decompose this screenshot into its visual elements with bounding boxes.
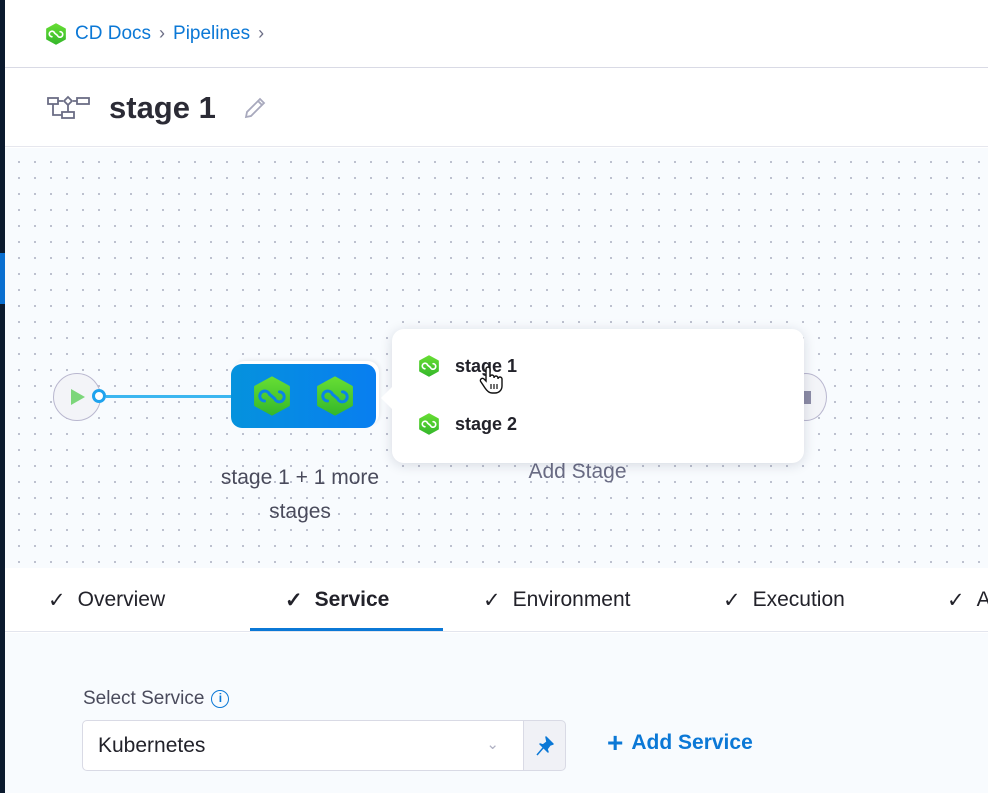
- add-service-button[interactable]: + Add Service: [607, 727, 753, 758]
- page-title: stage 1: [109, 89, 216, 125]
- service-select[interactable]: Kubernetes ⌄: [82, 720, 524, 771]
- label-text: Select Service: [83, 688, 205, 709]
- cd-hex-icon: [418, 413, 440, 435]
- cd-module-icon: [45, 23, 67, 45]
- tab-overview[interactable]: ✓ Overview: [48, 568, 165, 632]
- add-stage-button[interactable]: Add Stage: [528, 460, 627, 483]
- cd-hex-icon: [418, 355, 440, 377]
- popover-item-stage-2[interactable]: stage 2: [418, 413, 517, 435]
- tab-service[interactable]: ✓ Service: [285, 568, 389, 632]
- pipeline-canvas[interactable]: stage 1 + 1 more stages Add Stage stage …: [5, 148, 988, 568]
- stage-tabs: ✓ Overview ✓ Service ✓ Environment ✓ Executi…: [5, 568, 988, 632]
- plus-icon: +: [607, 727, 624, 758]
- stage-group-popover: stage 1 stage 2: [381, 329, 804, 463]
- popover-item-stage-1[interactable]: stage 1: [418, 355, 517, 377]
- tab-execution[interactable]: ✓ Execution: [723, 568, 845, 632]
- tab-label: Service: [314, 588, 390, 611]
- left-nav-strip: [0, 0, 5, 793]
- stage-header: stage 1: [5, 69, 988, 147]
- cd-stage-icon: [252, 376, 292, 416]
- cd-stage-icon: [315, 376, 355, 416]
- service-select-value: Kubernetes: [98, 733, 206, 757]
- breadcrumb: CD Docs › Pipelines ›: [5, 0, 988, 68]
- service-form: Select Service i Kubernetes ⌄ + Add Servic…: [5, 633, 988, 793]
- pin-icon: [535, 735, 554, 755]
- tab-label: Execution: [752, 588, 845, 611]
- connector-port[interactable]: [92, 389, 106, 403]
- pin-button[interactable]: [523, 720, 566, 771]
- breadcrumb-pipelines[interactable]: Pipelines: [173, 22, 251, 44]
- check-icon: ✓: [483, 588, 501, 612]
- tab-environment[interactable]: ✓ Environment: [483, 568, 631, 632]
- check-icon: ✓: [48, 588, 66, 612]
- check-icon: ✓: [947, 588, 965, 612]
- active-tab-indicator: [250, 628, 443, 631]
- popover-item-label: stage 2: [455, 413, 518, 434]
- pipeline-stage-icon: [47, 95, 90, 119]
- breadcrumb-cd-docs[interactable]: CD Docs: [75, 22, 152, 44]
- stage-group-label: stage 1 + 1 more stages: [220, 466, 380, 523]
- popover-item-label: stage 1: [455, 355, 518, 376]
- add-service-label: Add Service: [631, 731, 753, 754]
- chevron-down-icon: ⌄: [486, 736, 499, 753]
- edit-pencil-icon[interactable]: [242, 95, 268, 121]
- hand-cursor-icon: [479, 366, 503, 394]
- stage-group-node[interactable]: [231, 364, 376, 428]
- check-icon: ✓: [285, 588, 303, 612]
- tab-label: Overview: [77, 588, 166, 611]
- check-icon: ✓: [723, 588, 741, 612]
- connector-line: [106, 395, 236, 398]
- play-icon: [71, 389, 85, 405]
- left-nav-active-indicator: [0, 253, 5, 304]
- chevron-right-icon: ›: [258, 23, 265, 43]
- info-icon[interactable]: i: [211, 690, 230, 708]
- chevron-right-icon: ›: [159, 23, 166, 43]
- tab-label: Environment: [512, 588, 631, 611]
- stop-icon: [804, 391, 811, 404]
- tab-label: A: [976, 588, 988, 611]
- tab-advanced[interactable]: ✓A: [947, 568, 988, 632]
- select-service-label: Select Service i: [83, 688, 230, 710]
